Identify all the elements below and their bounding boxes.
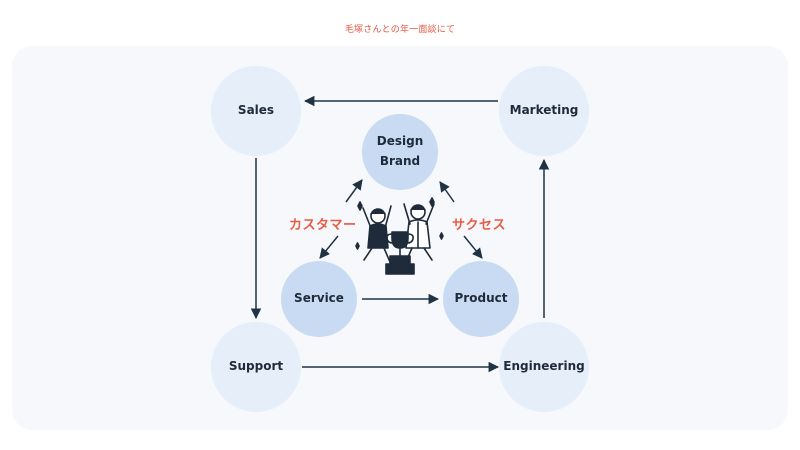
success-label: サクセス [452, 218, 507, 233]
node-design-brand: Design Brand [362, 114, 438, 190]
node-service-label: Service [294, 291, 344, 306]
node-marketing: Marketing [499, 66, 589, 156]
node-product: Product [443, 261, 519, 337]
node-brand-label: Brand [379, 154, 421, 168]
node-sales: Sales [211, 66, 301, 156]
node-engineering: Engineering [499, 322, 589, 412]
node-marketing-label: Marketing [509, 103, 579, 118]
arrow-success-to-product [463, 235, 483, 259]
arrow-customer-to-design [345, 179, 363, 203]
node-support-label: Support [228, 359, 284, 374]
node-sales-label: Sales [237, 103, 275, 118]
node-engineering-label: Engineering [503, 359, 585, 374]
two-people-celebrating-with-trophy-icon [355, 197, 444, 275]
node-product-label: Product [454, 291, 508, 306]
diagram-caption: 毛塚さんとの年一面談にて [344, 25, 456, 35]
arrow-product-to-design [439, 181, 455, 203]
node-design-label: Design [376, 134, 424, 149]
node-support: Support [211, 322, 301, 412]
arrow-design-to-service [319, 235, 339, 259]
node-service: Service [281, 261, 357, 337]
customer-label: カスタマー [289, 218, 357, 233]
